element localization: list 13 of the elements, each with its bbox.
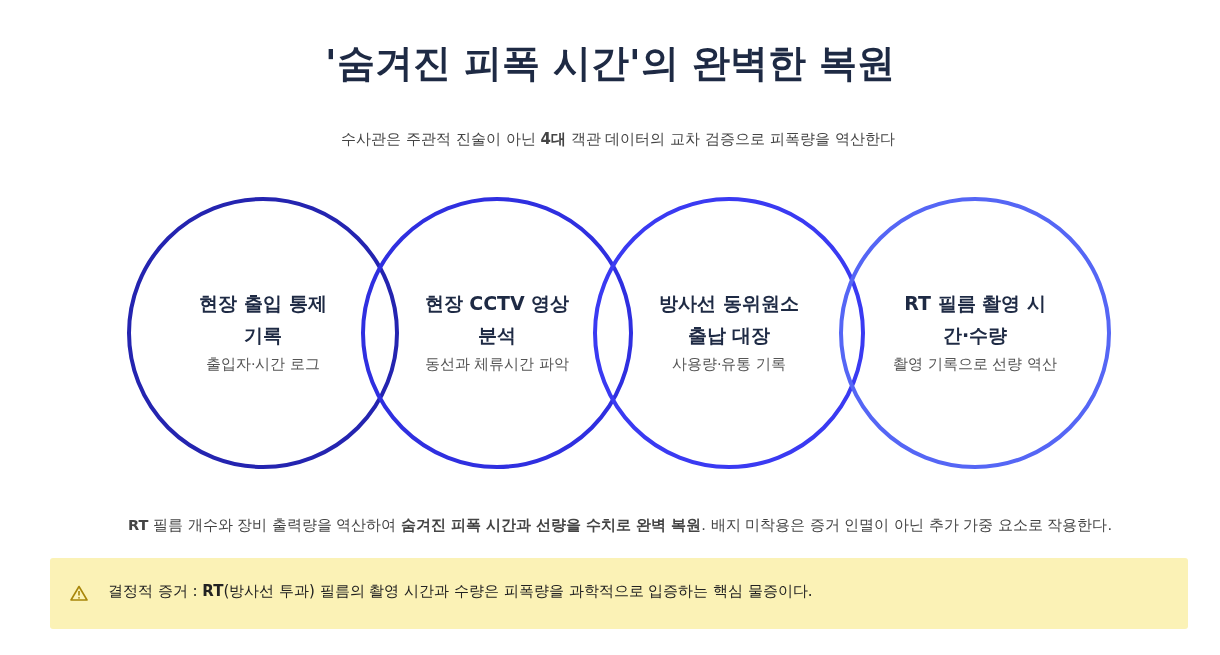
node-heading: 방사선 동위원소 출납 대장: [658, 291, 800, 348]
node-heading: 현장 출입 통제 기록: [198, 291, 328, 348]
node-heading: 현장 CCTV 영상 분석: [423, 291, 571, 348]
node-description: 출입자·시간 로그: [204, 355, 322, 374]
node-description: 동선과 체류시간 파악: [423, 355, 571, 374]
node-description: 촬영 기록으로 선량 역산: [892, 355, 1058, 374]
summary-paragraph: RT 필름 개수와 장비 출력량을 역산하여 숨겨진 피폭 시간과 선량을 수치로 완벽 복원. 배지 미착용은 증거 인멸이 아닌 추가 가중 요소로 작용한다.: [126, 516, 1114, 535]
node-description: 사용량·유통 기록: [670, 355, 788, 374]
subtitle: 수사관은 주관적 진술이 아닌 4대 객관 데이터의 교차 검증으로 피폭량을 역산한다: [340, 130, 896, 149]
callout-box: [50, 558, 1188, 629]
node-heading: RT 필름 촬영 시간·수량: [903, 291, 1047, 348]
callout-text: 결정적 증거 : RT(방사선 투과) 필름의 촬영 시간과 수량은 피폭량을 과학적으로 입증하는 핵심 물증이다.: [108, 582, 813, 601]
title: '숨겨진 피폭 시간'의 완벽한 복원: [323, 40, 897, 87]
